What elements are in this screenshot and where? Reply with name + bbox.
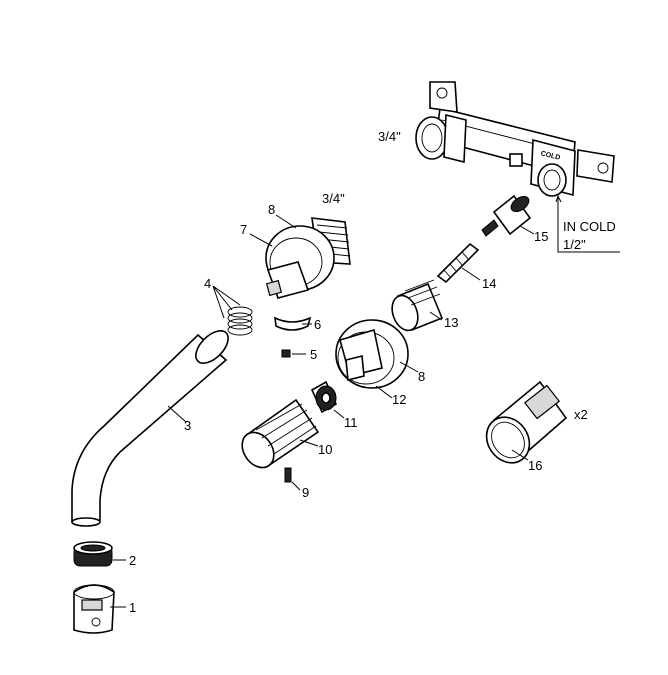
- label-2: 2: [129, 553, 136, 568]
- label-5: 5: [310, 347, 317, 362]
- part-15-cartridge: [481, 194, 532, 237]
- part-1-key: [73, 584, 115, 634]
- label-4: 4: [204, 276, 211, 291]
- part-9-grub-screw: [284, 467, 292, 483]
- part-7-valve: [265, 217, 351, 299]
- label-16: 16: [528, 458, 542, 473]
- label-14: 14: [482, 276, 496, 291]
- part-3-spout: [71, 330, 229, 527]
- cold-stamp: COLD: [540, 150, 561, 162]
- label-11: 11: [344, 415, 358, 430]
- part-11-ring: [310, 380, 338, 414]
- label-8-top: 8: [268, 202, 275, 217]
- label-1: 1: [129, 600, 136, 615]
- label-qty: x2: [574, 407, 588, 422]
- label-8-lower: 8: [418, 369, 425, 384]
- part-13-sleeve: [391, 279, 444, 332]
- label-in-cold-size: 1/2": [563, 237, 586, 252]
- part-5-screw: [281, 349, 291, 358]
- label-12: 12: [392, 392, 406, 407]
- part-6-clip: [274, 316, 312, 331]
- label-thread-top: 3/4": [378, 129, 401, 144]
- label-10: 10: [318, 442, 332, 457]
- part-16-handle-cap: [485, 380, 568, 464]
- label-15: 15: [534, 229, 548, 244]
- label-13: 13: [444, 315, 458, 330]
- label-6: 6: [314, 317, 321, 332]
- label-9: 9: [302, 485, 309, 500]
- wall-body-assembly: COLD: [415, 81, 615, 197]
- label-7: 7: [240, 222, 247, 237]
- label-in-cold: IN COLD: [563, 219, 616, 234]
- part-12-valve-body: [335, 319, 409, 389]
- part-14-rod: [436, 242, 480, 284]
- label-thread-valve: 3/4": [322, 191, 345, 206]
- part-4-springs: [227, 306, 253, 336]
- label-3: 3: [184, 418, 191, 433]
- part-10-handle: [241, 398, 320, 469]
- part-2-aerator: [73, 541, 113, 567]
